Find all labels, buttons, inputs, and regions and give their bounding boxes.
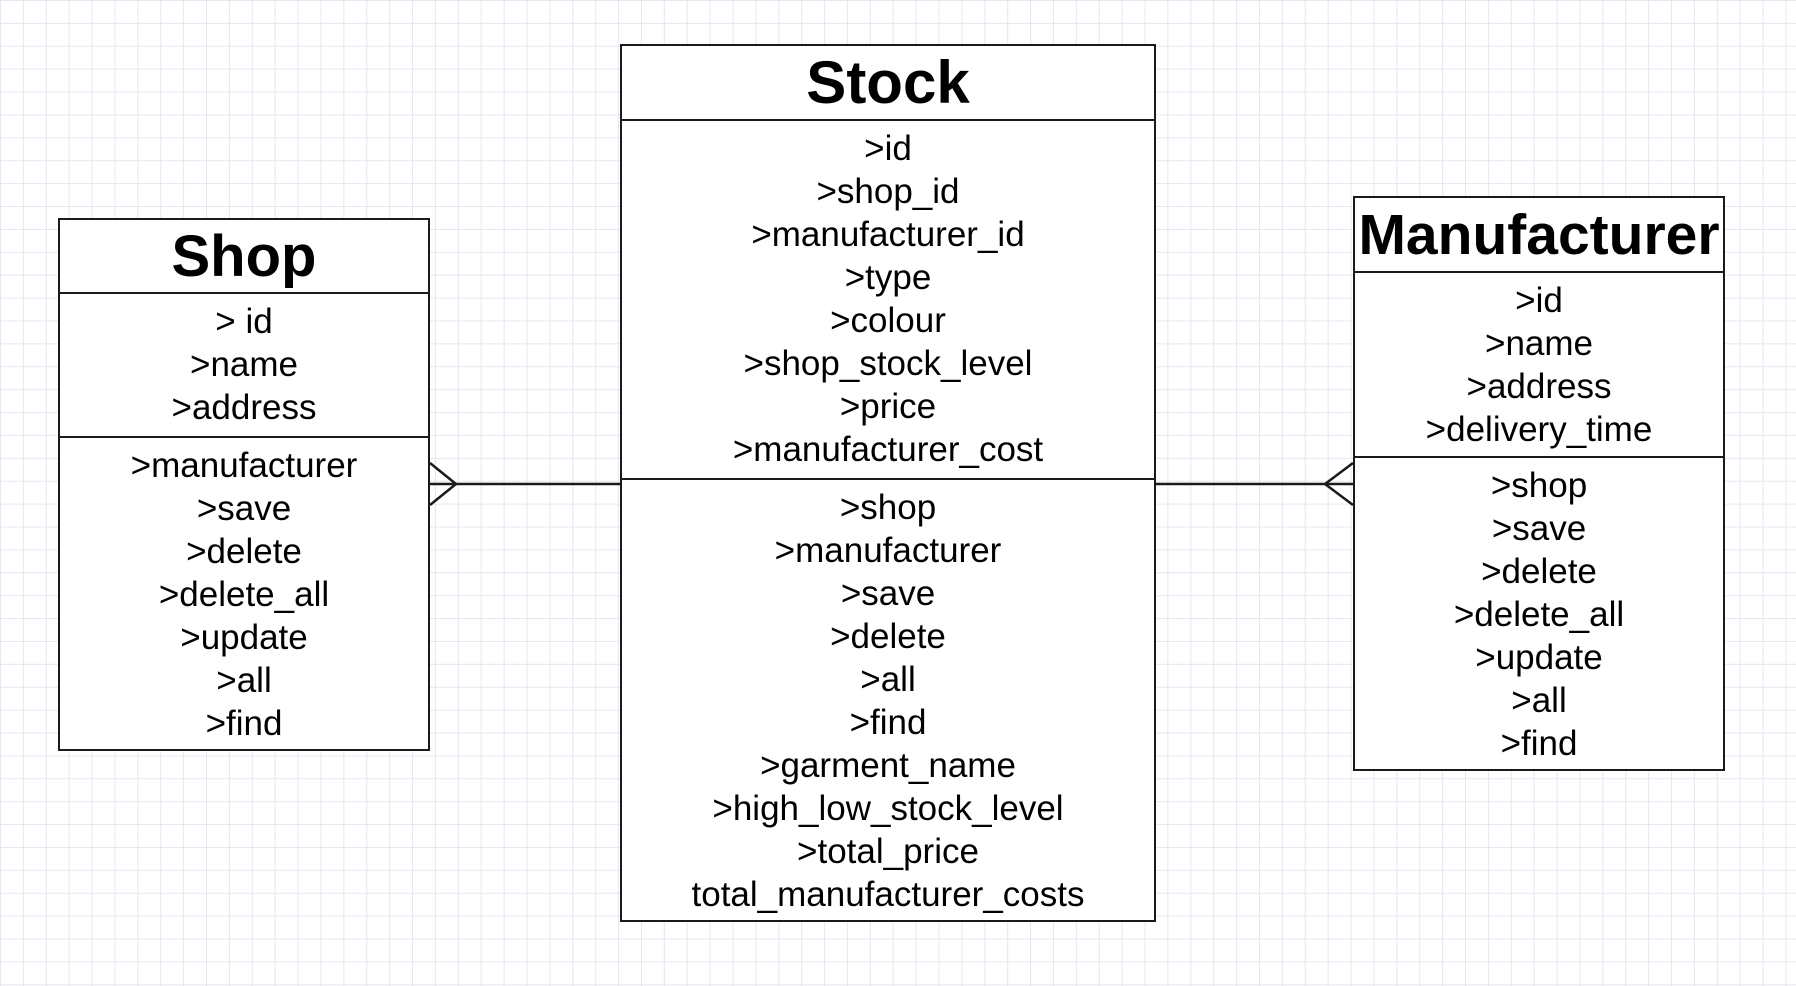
method-item: >find (1500, 724, 1578, 763)
stock-class-box[interactable]: Stock >id >shop_id >manufacturer_id >type >c… (620, 44, 1156, 922)
method-item: >delete (186, 532, 302, 571)
method-item: >save (196, 489, 292, 528)
method-item: >shop (839, 488, 937, 527)
method-item: >find (849, 703, 927, 742)
method-item: >total_price (797, 832, 979, 871)
shop-class-box[interactable]: Shop > id >name >address >manufacturer >sav… (58, 218, 430, 751)
attribute-item: >name (190, 345, 298, 384)
method-item: total_manufacturer_costs (691, 875, 1085, 914)
method-item: >garment_name (760, 746, 1016, 785)
stock-class-title: Stock (622, 46, 1154, 121)
method-item: >update (180, 618, 308, 657)
method-item: >all (216, 661, 272, 700)
attribute-item: > id (215, 302, 273, 341)
attribute-item: >manufacturer_id (751, 215, 1025, 254)
method-item: >delete (830, 617, 946, 656)
method-item: >manufacturer (130, 446, 358, 485)
attribute-item: >shop_id (816, 172, 960, 211)
method-item: >delete_all (158, 575, 330, 614)
attribute-item: >address (171, 388, 317, 427)
attribute-item: >shop_stock_level (743, 344, 1033, 383)
manufacturer-class-box[interactable]: Manufacturer >id >name >address >delivery_t… (1353, 196, 1725, 771)
method-item: >all (1511, 681, 1567, 720)
attribute-item: >address (1466, 367, 1612, 406)
method-item: >delete_all (1453, 595, 1625, 634)
attribute-item: >type (844, 258, 932, 297)
shop-class-title: Shop (60, 220, 428, 294)
attribute-item: >id (864, 129, 912, 168)
method-item: >save (840, 574, 936, 613)
stock-methods: >shop >manufacturer >save >delete >all >find >… (622, 480, 1154, 916)
method-item: >high_low_stock_level (712, 789, 1064, 828)
method-item: >delete (1481, 552, 1597, 591)
attribute-item: >colour (830, 301, 946, 340)
manufacturer-class-title: Manufacturer (1355, 198, 1723, 273)
shop-attributes: > id >name >address (60, 294, 428, 438)
attribute-item: >name (1485, 324, 1593, 363)
attribute-item: >delivery_time (1425, 410, 1653, 449)
attribute-item: >id (1515, 281, 1563, 320)
method-item: >update (1475, 638, 1603, 677)
method-item: >save (1491, 509, 1587, 548)
method-item: >shop (1490, 466, 1588, 505)
shop-methods: >manufacturer >save >delete >delete_all >upd… (60, 438, 428, 745)
manufacturer-attributes: >id >name >address >delivery_time (1355, 273, 1723, 458)
manufacturer-methods: >shop >save >delete >delete_all >update >all >… (1355, 458, 1723, 765)
stock-attributes: >id >shop_id >manufacturer_id >type >colour >… (622, 121, 1154, 480)
attribute-item: >price (839, 387, 937, 426)
method-item: >all (860, 660, 916, 699)
manufacturer-crows-foot-icon (1322, 462, 1354, 506)
shop-crows-foot-icon (429, 462, 458, 506)
method-item: >manufacturer (774, 531, 1002, 570)
attribute-item: >manufacturer_cost (732, 430, 1044, 469)
method-item: >find (205, 704, 283, 743)
